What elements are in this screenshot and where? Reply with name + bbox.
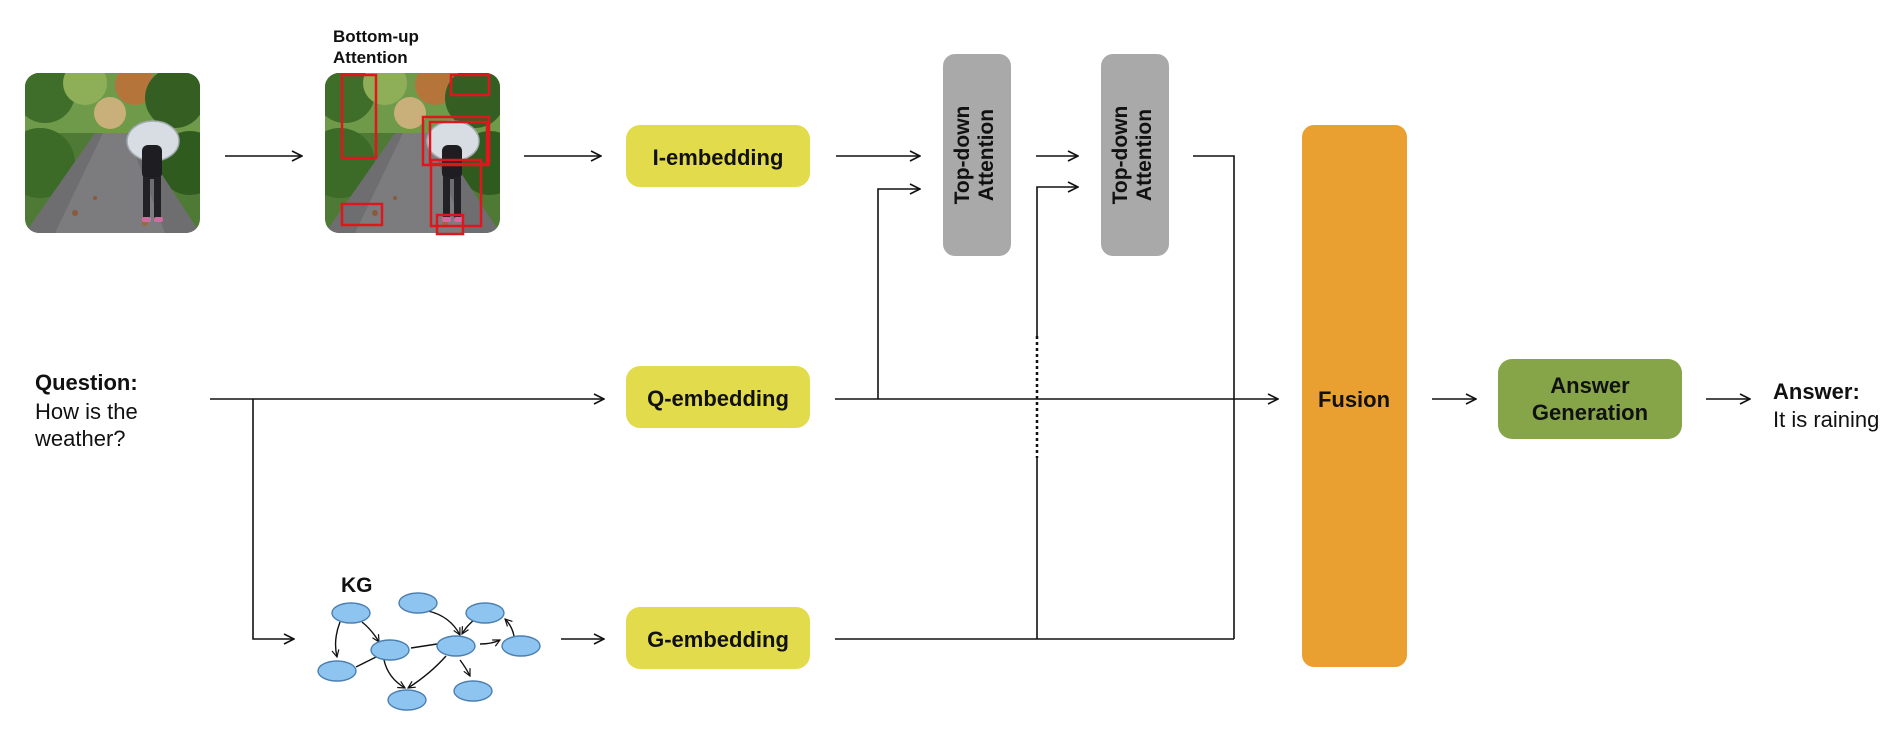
i-embedding-box: I-embedding (626, 125, 810, 187)
region-box (340, 73, 378, 160)
question-line2: weather? (34, 426, 126, 451)
topdown-1-label-line2: Attention (975, 109, 998, 201)
arrow-q-embedding-to-topdown1 (877, 189, 920, 399)
region-box (449, 73, 491, 97)
topdown-attention-box-1: Top-down Attention (943, 54, 1011, 256)
bottom-up-attention-photo-icon (325, 73, 500, 236)
answer-generation-box: Answer Generation (1498, 359, 1682, 439)
bottom-up-label-line1: Bottom-up (333, 27, 419, 46)
bottom-up-label-line2: Attention (333, 48, 408, 67)
region-box (340, 202, 384, 227)
fusion-label: Fusion (1318, 387, 1390, 412)
q-embedding-label: Q-embedding (647, 386, 789, 411)
topdown-2-label-line1: Top-down (1109, 106, 1132, 205)
kg-label: KG (341, 574, 373, 597)
region-box (428, 120, 489, 166)
region-box (429, 158, 483, 228)
g-embedding-box: G-embedding (626, 607, 810, 669)
question-title: Question: (35, 370, 138, 395)
fusion-box: Fusion (1302, 125, 1407, 667)
topdown-1-label-line1: Top-down (951, 106, 974, 205)
i-embedding-label: I-embedding (653, 145, 784, 170)
q-embedding-box: Q-embedding (626, 366, 810, 428)
arrow-question-to-kg (252, 399, 294, 639)
arrow-g-embedding-to-topdown2 (1036, 187, 1078, 639)
answer-line1: It is raining (1773, 407, 1879, 432)
g-embedding-label: G-embedding (647, 627, 789, 652)
knowledge-graph-icon (317, 592, 541, 711)
input-photo-icon (25, 73, 200, 233)
region-box (435, 213, 465, 236)
answer-generation-label-line2: Generation (1532, 400, 1648, 425)
topdown-2-label-line2: Attention (1133, 109, 1156, 201)
answer-generation-label-line1: Answer (1550, 373, 1630, 398)
question-line1: How is the (35, 399, 138, 424)
line-topdown2-to-junction (1193, 155, 1235, 639)
answer-title: Answer: (1773, 379, 1860, 404)
topdown-attention-box-2: Top-down Attention (1101, 54, 1169, 256)
